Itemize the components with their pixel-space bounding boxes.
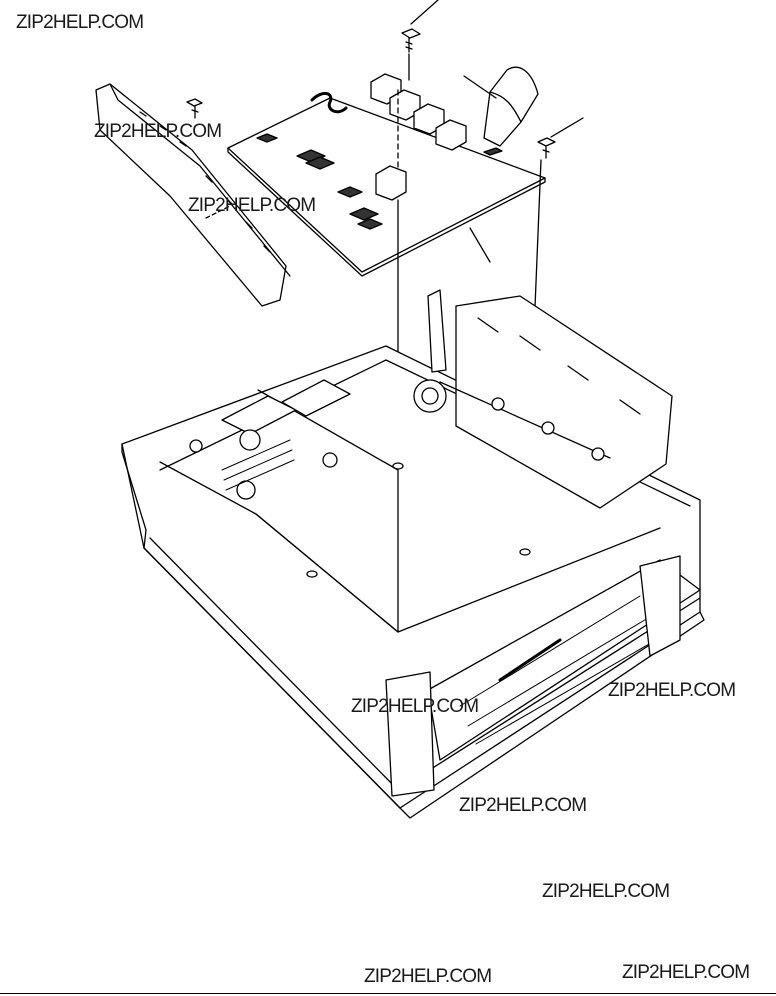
watermark-text: ZIP2HELP.COM [622, 962, 750, 983]
screw-right [537, 117, 584, 159]
screw-top [401, 0, 439, 53]
mounting-holes [306, 462, 531, 578]
watermark-text: ZIP2HELP.COM [188, 195, 316, 216]
screw-left [186, 98, 203, 119]
watermark-text: ZIP2HELP.COM [459, 795, 587, 816]
roller-assembly [413, 289, 673, 509]
watermark-text: ZIP2HELP.COM [94, 121, 222, 142]
side-bracket [95, 83, 291, 307]
watermark-text: ZIP2HELP.COM [351, 696, 479, 717]
watermark-text: ZIP2HELP.COM [542, 881, 670, 902]
ribbon-cable [463, 66, 539, 147]
watermark-text: ZIP2HELP.COM [364, 966, 492, 987]
board-connectors [370, 73, 467, 201]
watermark-text: ZIP2HELP.COM [608, 680, 736, 701]
gear-assembly [189, 379, 351, 500]
watermark-text: ZIP2HELP.COM [16, 12, 144, 33]
bottom-rule [0, 993, 776, 994]
